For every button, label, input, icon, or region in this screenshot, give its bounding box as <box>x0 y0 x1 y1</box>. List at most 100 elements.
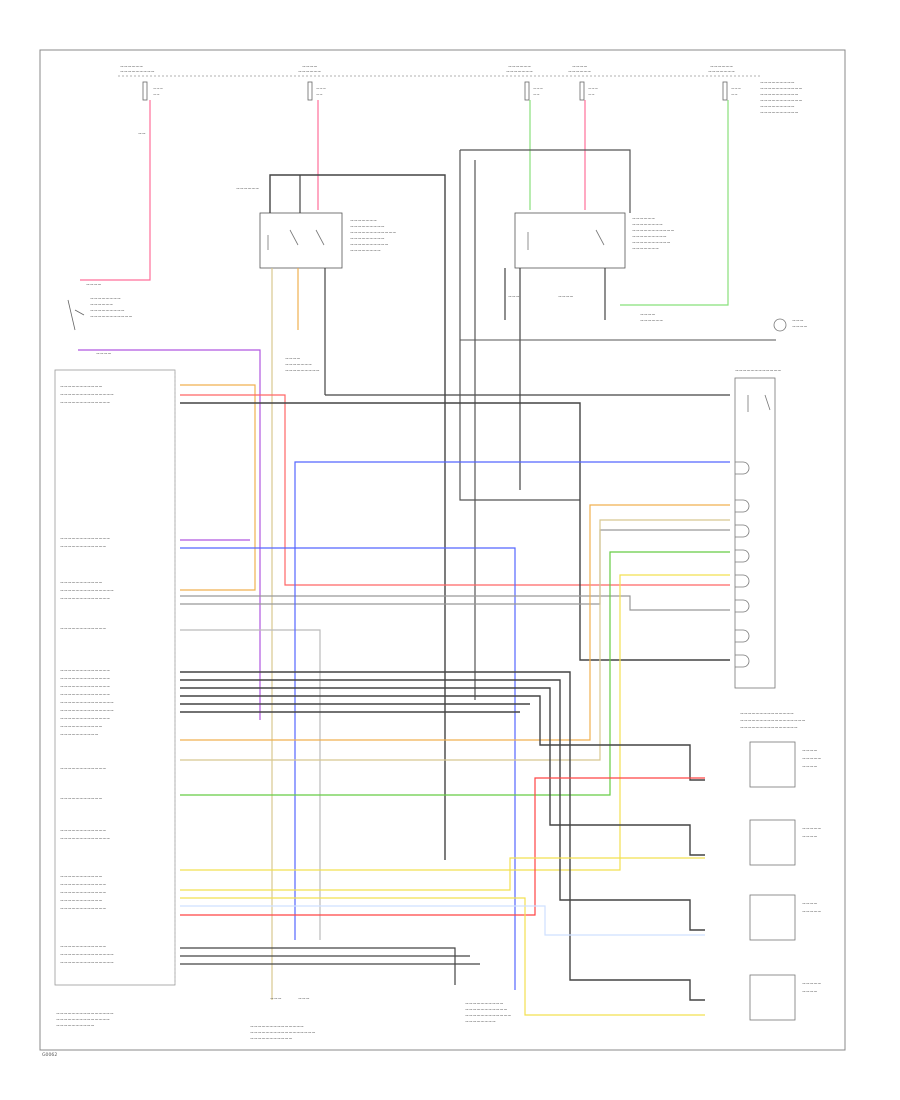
svg-text:~~~: ~~~ <box>588 86 598 91</box>
svg-text:~~~~~~~~~~~~~: ~~~~~~~~~~~~~ <box>60 669 110 674</box>
svg-text:~~~~~~~~~~~~: ~~~~~~~~~~~~ <box>60 545 106 550</box>
svg-text:~~~~~~~~~~~~: ~~~~~~~~~~~~ <box>735 369 781 374</box>
svg-text:~~~~~~~~~~~: ~~~~~~~~~~~ <box>760 87 802 92</box>
wire-blue-tcm <box>180 547 516 990</box>
svg-text:~~~~~~~~~~~~~~: ~~~~~~~~~~~~~~ <box>60 961 114 966</box>
svg-text:~~~~~: ~~~~~ <box>802 910 821 915</box>
diagram-border <box>39 49 846 1051</box>
svg-text:~~~~~~~~~~~: ~~~~~~~~~~~ <box>60 725 102 730</box>
fuse-block-2: ~~~~ ~~~~~~ ~~~~~ <box>298 65 326 101</box>
svg-text:~~~~~~~~~~~~~: ~~~~~~~~~~~~~ <box>60 401 110 406</box>
svg-text:~~~~~~: ~~~~~~ <box>632 217 655 222</box>
svg-text:~~~~~~~~~~~~: ~~~~~~~~~~~~ <box>60 767 106 772</box>
svg-text:~~~~~~~: ~~~~~~~ <box>350 219 377 224</box>
svg-text:~~: ~~ <box>153 92 160 97</box>
relay-1: ~~~~~~~ ~~~~~~~~~ ~~~~~~~~~~~~ ~~~~~~~~~… <box>236 187 396 269</box>
footer-code: G0062 <box>42 1052 57 1058</box>
diagram-caption: ~~~~~~~~~~~~~~~ ~~~~~~~~~~~~~~ ~~~~~~~~~… <box>56 1012 114 1029</box>
svg-text:~~~: ~~~ <box>508 295 520 300</box>
wire-blue-mid <box>294 461 730 940</box>
svg-text:~~: ~~ <box>533 92 540 97</box>
svg-text:~~~~~~~~~~: ~~~~~~~~~~ <box>760 111 799 116</box>
relay-2: ~~~~~~ ~~~~~~~~ ~~~~~~~~~~~ ~~~~~~~~~ ~~… <box>514 212 674 269</box>
wire-yellow-1 <box>180 574 730 871</box>
svg-text:~~~~~~~~~~~~: ~~~~~~~~~~~~ <box>60 891 106 896</box>
svg-text:~~~~~~~~~~~~~~: ~~~~~~~~~~~~~~ <box>60 709 114 714</box>
svg-text:~~~~~~~~~~~: ~~~~~~~~~~~ <box>632 229 674 234</box>
svg-text:~~~~~~~~~~~: ~~~~~~~~~~~ <box>760 99 802 104</box>
svg-text:~~~~~~~~~~~~~~: ~~~~~~~~~~~~~~ <box>56 1018 110 1023</box>
svg-text:~~: ~~ <box>588 92 595 97</box>
svg-text:~~~~: ~~~~ <box>285 357 301 362</box>
wire-black-relay1-top <box>269 174 446 860</box>
svg-text:~~~: ~~~ <box>153 86 163 91</box>
tcm-module: ~~~~~~~~~~~ ~~~~~~~~~~~~~~ ~~~~~~~~~~~~~… <box>54 369 176 986</box>
svg-text:~~~~~~~~~~~~~: ~~~~~~~~~~~~~ <box>60 837 110 842</box>
svg-text:~~~~~~: ~~~~~~ <box>568 70 591 75</box>
svg-text:~~~~~~~~~~~~~~~: ~~~~~~~~~~~~~~~ <box>740 726 798 731</box>
svg-text:~~~~~~~~~: ~~~~~~~~~ <box>350 225 385 230</box>
svg-text:~~~~: ~~~~ <box>86 283 102 288</box>
svg-text:~~~~~~~~~~~~: ~~~~~~~~~~~~ <box>350 231 396 236</box>
svg-text:~~~~~~: ~~~~~~ <box>640 319 663 324</box>
svg-text:~~: ~~ <box>138 132 146 137</box>
wire-pink-left <box>80 100 151 281</box>
svg-text:~~~~~~~~~~~~~~: ~~~~~~~~~~~~~~ <box>60 589 114 594</box>
svg-text:~~~~~~~~~~: ~~~~~~~~~~ <box>760 93 799 98</box>
svg-text:~~~~~~~~: ~~~~~~~~ <box>90 297 121 302</box>
wire-black-lower <box>180 947 456 985</box>
svg-text:~~~~: ~~~~ <box>558 295 574 300</box>
wire-gray-tcm-3 <box>180 629 321 940</box>
svg-text:~~~~~~~~~~: ~~~~~~~~~~ <box>350 243 389 248</box>
svg-text:~~~~~~~~~~~: ~~~~~~~~~~~ <box>90 315 132 320</box>
svg-text:~~~~~~~~~~~~: ~~~~~~~~~~~~ <box>60 829 106 834</box>
fuse-block-1: ~~~~~~ ~~~~~~~~~ ~~~~~ <box>120 65 163 101</box>
svg-text:~~~~~~: ~~~~~~ <box>90 303 113 308</box>
svg-text:~~~~~~~~~: ~~~~~~~~~ <box>760 81 795 86</box>
svg-text:~~~: ~~~ <box>792 319 804 324</box>
svg-text:~~~~~~: ~~~~~~ <box>120 65 143 70</box>
wire-orange-tcm-1 <box>180 384 256 591</box>
bottom-connector-center: ~~~~~~~~~~ ~~~~~~~~~~~ ~~~~~~~~~~~~ ~~~~… <box>465 1002 511 1025</box>
svg-text:~~~~~~~~~: ~~~~~~~~~ <box>632 235 667 240</box>
wire-black-tcm-1 <box>180 402 730 661</box>
svg-text:~~~: ~~~ <box>533 86 543 91</box>
wire-orange-2 <box>180 504 730 741</box>
svg-text:~~~~~~~~~~~~~~~: ~~~~~~~~~~~~~~~ <box>56 1012 114 1017</box>
svg-text:~~~~~~~~~~~~~: ~~~~~~~~~~~~~ <box>60 537 110 542</box>
wire-black-relay2-loop <box>460 149 631 213</box>
svg-text:~~~~~~: ~~~~~~ <box>710 65 733 70</box>
sensor-2: ~~~~~ ~~~~ <box>749 819 821 866</box>
wire-lightblue-lower <box>180 905 705 936</box>
svg-text:~~~~: ~~~~ <box>572 65 588 70</box>
svg-text:~~~~~~~~~~~: ~~~~~~~~~~~ <box>465 1008 507 1013</box>
svg-text:~~~~~~~~~~~~~: ~~~~~~~~~~~~~ <box>60 597 110 602</box>
svg-text:~~~~~~~~~: ~~~~~~~~~ <box>90 309 125 314</box>
svg-text:~~~~~~~~: ~~~~~~~~ <box>350 249 381 254</box>
svg-text:~~~~~: ~~~~~ <box>802 757 821 762</box>
svg-text:~~~~~~~~~~~~~~: ~~~~~~~~~~~~~~ <box>60 953 114 958</box>
solenoid-connectors <box>735 461 750 668</box>
svg-text:~~~~: ~~~~ <box>802 749 818 754</box>
wire-yellow-lower <box>180 857 705 891</box>
svg-text:~~~~~~~~~~: ~~~~~~~~~~ <box>465 1002 504 1007</box>
svg-text:~~~~~~~~~: ~~~~~~~~~ <box>350 237 385 242</box>
svg-text:~~~~~~~: ~~~~~~~ <box>285 363 312 368</box>
svg-text:~~~~~~~~~~~: ~~~~~~~~~~~ <box>60 581 102 586</box>
svg-text:~~~~~~~~~~~~~~: ~~~~~~~~~~~~~~ <box>60 701 114 706</box>
svg-text:~~: ~~ <box>731 92 738 97</box>
svg-text:~~~~: ~~~~ <box>802 765 818 770</box>
svg-text:~~~: ~~~ <box>731 86 741 91</box>
svg-text:~~~~~~~~~~~~~: ~~~~~~~~~~~~~ <box>60 693 110 698</box>
svg-text:~~~~~~~~~~~~~: ~~~~~~~~~~~~~ <box>60 677 110 682</box>
fuse-block-5: ~~~~~~ ~~~~~~~ ~~~~~ ~~~~~~~~~ ~~~~~~~~~… <box>708 65 802 116</box>
svg-text:~~~~~~: ~~~~~~ <box>508 65 531 70</box>
svg-text:~~~~: ~~~~ <box>802 990 818 995</box>
svg-text:~~~~~~~~~~~: ~~~~~~~~~~~ <box>250 1037 292 1042</box>
svg-text:~~~~~~~~~~~~~: ~~~~~~~~~~~~~ <box>60 685 110 690</box>
svg-text:~~~~~~~~: ~~~~~~~~ <box>632 223 663 228</box>
sensor-1: ~~~~ ~~~~~ ~~~~ <box>749 741 821 788</box>
svg-text:~~~~~~~~~~~: ~~~~~~~~~~~ <box>60 385 102 390</box>
brake-switch: ~~~~~~~~ ~~~~~~ ~~~~~~~~~ ~~~~~~~~~~~ <box>67 297 132 331</box>
wire-yellow-lower-2 <box>180 897 705 1016</box>
